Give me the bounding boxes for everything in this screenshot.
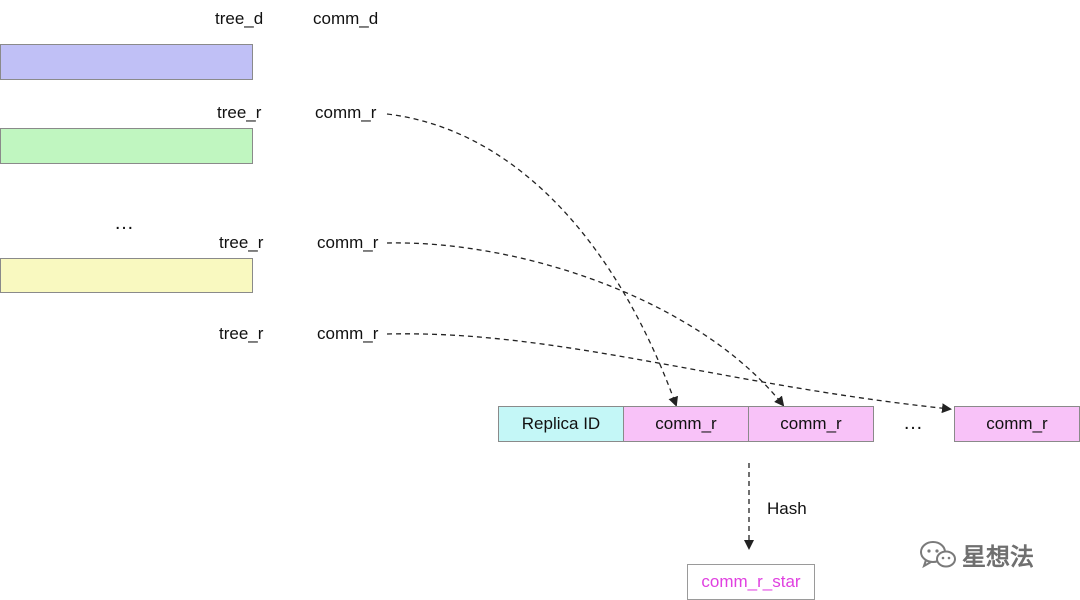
comm-d-label: comm_d <box>313 9 379 28</box>
tree-r-bar-1 <box>0 128 253 164</box>
tree-r-label-1: tree_r <box>217 103 262 122</box>
comm-r-cell-last: comm_r <box>954 406 1080 442</box>
rows-ellipsis: … <box>114 212 136 234</box>
comm-r-star-box: comm_r_star <box>687 564 815 600</box>
watermark: 星想法 <box>918 537 1034 572</box>
comm-r-label-1: comm_r <box>315 103 377 122</box>
tree-r-label-3: tree_r <box>219 324 264 343</box>
arrow-comm-r-2-to-cell-2 <box>386 242 785 407</box>
comm-r-star-label: comm_r_star <box>701 572 801 591</box>
tree-r-label-2: tree_r <box>219 233 264 252</box>
arrow-comm-r-3-to-cell-last <box>386 333 952 414</box>
comm-r-label-2: comm_r <box>317 233 379 252</box>
replica-id-cell: Replica ID <box>498 406 624 442</box>
watermark-text: 星想法 <box>962 543 1034 571</box>
wechat-icon <box>918 539 958 571</box>
comm-r-label-3: comm_r <box>317 324 379 343</box>
hash-label: Hash <box>767 499 807 518</box>
comm-r-cell-1: comm_r <box>623 406 749 442</box>
tree-d-bar <box>0 44 253 80</box>
arrow-comm-r-1-to-cell-1 <box>386 113 678 407</box>
cells-ellipsis: … <box>903 412 925 434</box>
comm-r-cell-2: comm_r <box>748 406 874 442</box>
tree-r-bar-2 <box>0 258 253 293</box>
tree-d-label: tree_d <box>215 9 264 28</box>
